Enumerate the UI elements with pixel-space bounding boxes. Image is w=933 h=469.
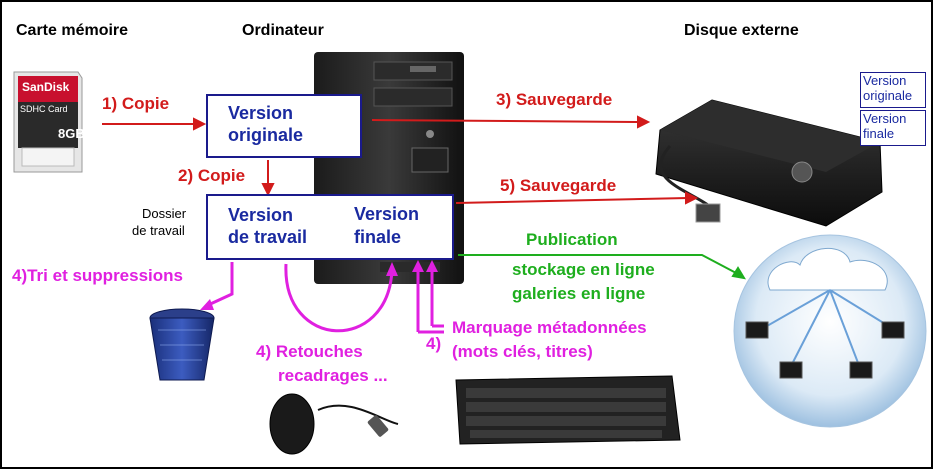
step-copy-1: 1) Copie bbox=[102, 94, 170, 113]
mouse-icon bbox=[269, 393, 399, 455]
header-computer: Ordinateur bbox=[242, 22, 324, 39]
sd-type: SDHC Card bbox=[20, 104, 68, 114]
publication-label: Publication bbox=[526, 230, 618, 249]
sd-brand: SanDisk bbox=[22, 80, 70, 94]
box-original-version bbox=[206, 94, 362, 158]
step-backup-3: 3) Sauvegarde bbox=[496, 90, 613, 109]
box-original-line1: Version bbox=[228, 103, 294, 123]
step-backup-5: 5) Sauvegarde bbox=[500, 176, 617, 195]
step-retouch-line1: 4) Retouches bbox=[256, 342, 363, 361]
step-retouch-line2: recadrages ... bbox=[278, 366, 388, 385]
step-copy-2: 2) Copie bbox=[178, 166, 246, 185]
trash-bin-icon bbox=[149, 308, 215, 381]
cloud-network-icon bbox=[733, 234, 927, 428]
disk-version-final: Version finale bbox=[860, 110, 926, 146]
step-metadata-line2: (mots clés, titres) bbox=[452, 342, 593, 361]
box-working-final bbox=[206, 194, 454, 260]
disk-version-original-line2: originale bbox=[863, 88, 913, 103]
step-metadata-line1: Marquage métadonnées bbox=[452, 318, 647, 337]
box-final-line1: Version bbox=[354, 204, 420, 224]
step-sort-delete: 4)Tri et suppressions bbox=[12, 266, 183, 285]
header-external-disk: Disque externe bbox=[684, 22, 799, 39]
box-original-line2: originale bbox=[228, 125, 304, 145]
online-galleries-label: galeries en ligne bbox=[512, 284, 646, 303]
disk-version-original: Version originale bbox=[860, 72, 926, 108]
green-arrow bbox=[458, 254, 746, 280]
disk-version-final-line2: finale bbox=[863, 126, 895, 141]
online-storage-label: stockage en ligne bbox=[512, 260, 655, 279]
red-arrows bbox=[102, 115, 699, 205]
working-folder-line2: de travail bbox=[132, 223, 185, 238]
sd-capacity: 8GB bbox=[58, 126, 85, 141]
box-final-line2: finale bbox=[354, 227, 402, 247]
sd-card-icon bbox=[13, 71, 83, 173]
disk-version-final-line1: Version bbox=[863, 111, 907, 126]
external-disk-icon bbox=[655, 99, 883, 227]
box-working-line1: Version bbox=[228, 205, 294, 225]
keyboard-icon bbox=[455, 375, 681, 445]
disk-version-original-line1: Version bbox=[863, 73, 907, 88]
header-memory-card: Carte mémoire bbox=[16, 22, 129, 39]
working-folder-line1: Dossier bbox=[142, 206, 187, 221]
step-metadata-number: 4) bbox=[426, 334, 442, 353]
box-working-line2: de travail bbox=[228, 227, 308, 247]
